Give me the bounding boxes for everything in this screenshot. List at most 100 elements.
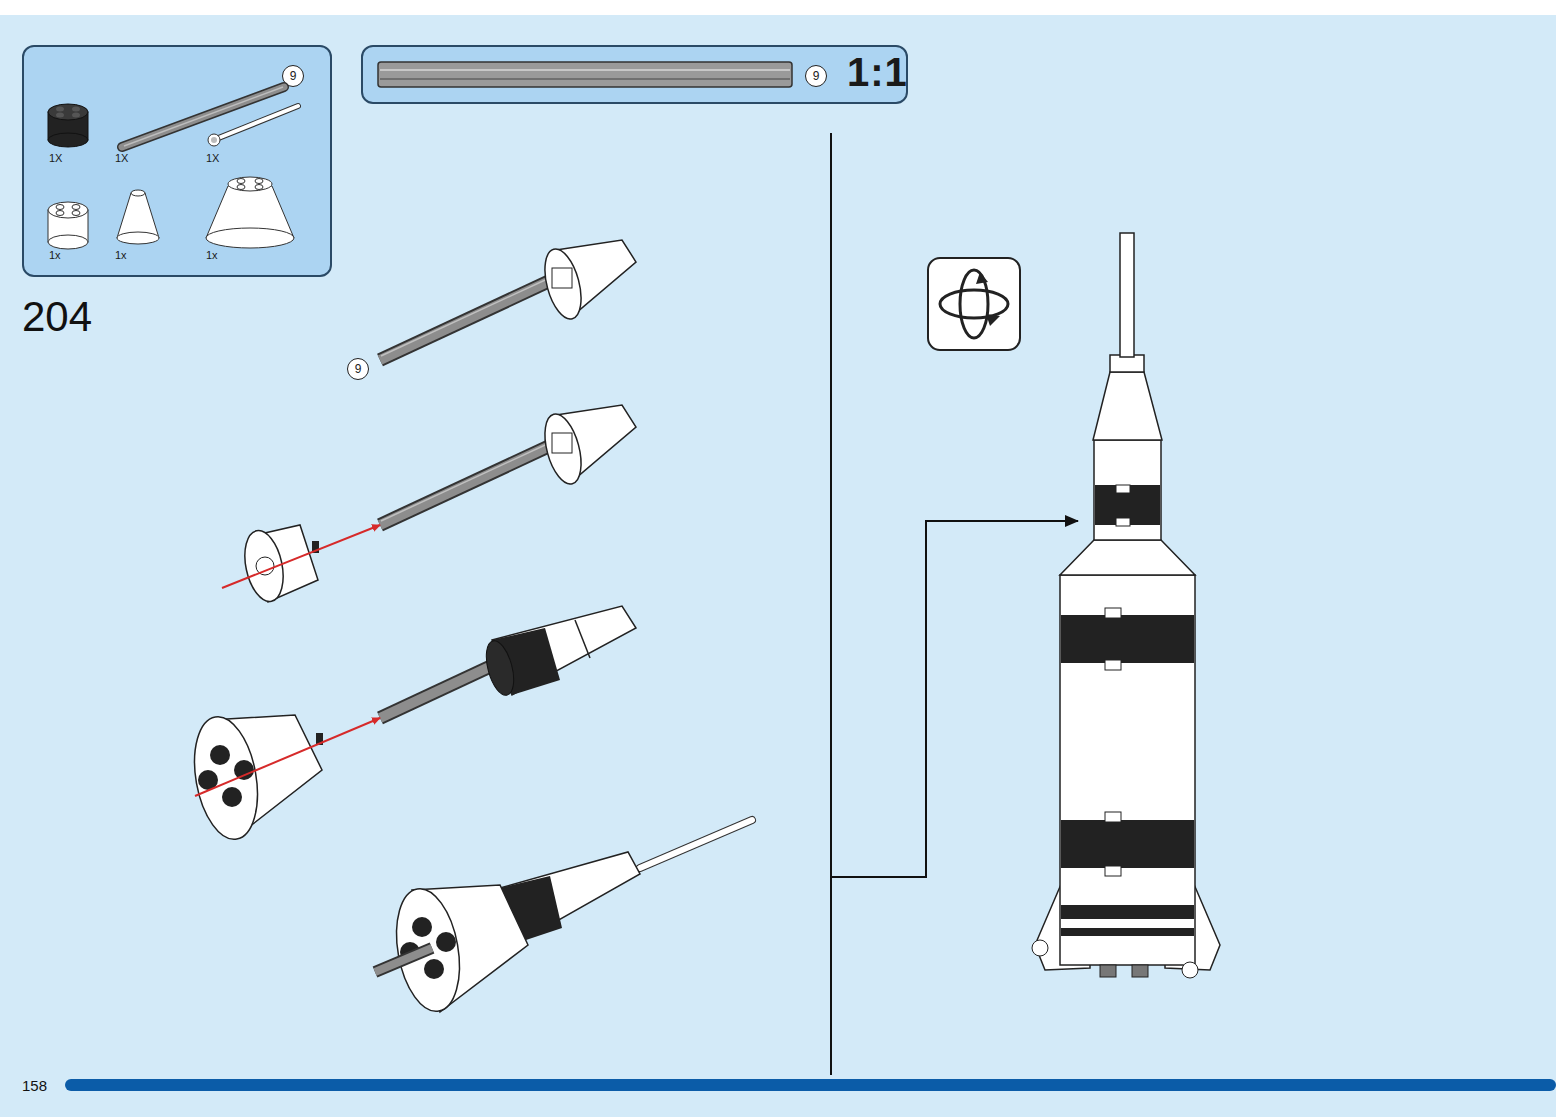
rocket-model xyxy=(1032,233,1220,978)
large-cone-shape xyxy=(255,185,263,190)
insert-arrow xyxy=(195,718,380,796)
rotate-icon xyxy=(928,258,1020,350)
small-cone-shape xyxy=(117,232,159,244)
round-brick-black xyxy=(48,104,88,147)
step-axle-2-shape xyxy=(380,443,556,525)
large-cone-shape xyxy=(234,760,254,780)
page-bar xyxy=(65,1079,1556,1091)
leader-line xyxy=(831,521,1078,877)
step-axle-1-shape xyxy=(380,278,556,360)
rocket-model-shape xyxy=(1060,540,1195,575)
step-axle-1 xyxy=(380,275,556,360)
page-number: 158 xyxy=(22,1077,47,1094)
rotate-icon-shape xyxy=(976,272,988,284)
round-brick-white xyxy=(48,202,88,249)
rocket-model-shape xyxy=(1116,485,1130,493)
assembled-part-shape xyxy=(375,948,432,972)
step-axle-1-shape xyxy=(380,278,556,360)
rocket-model-shape xyxy=(1061,928,1194,936)
round-brick-white-shape xyxy=(56,211,64,216)
step-axle-3-shape xyxy=(380,662,500,718)
quantity-label: 1X xyxy=(206,152,219,164)
rotate-icon-shape xyxy=(986,314,1000,326)
round-brick-white-shape xyxy=(72,211,80,216)
rocket-model-shape xyxy=(1060,575,1195,965)
rocket-model-shape xyxy=(1105,660,1121,670)
rocket-model-shape xyxy=(1093,372,1162,440)
round-brick-white-shape xyxy=(48,202,88,218)
quantity-label: 1X xyxy=(49,152,62,164)
scale-label: 1:1 xyxy=(847,50,908,95)
step-axle-2 xyxy=(380,440,556,525)
rocket-model-shape xyxy=(1132,965,1148,977)
assembled-part-shape xyxy=(640,820,752,868)
nose-cone-shape xyxy=(552,268,572,288)
round-brick-white-shape xyxy=(48,235,88,249)
rocket-model-shape xyxy=(1120,233,1134,357)
round-brick-white-shape xyxy=(56,205,64,210)
round-brick-black-shape xyxy=(56,107,64,112)
quantity-label: 1x xyxy=(49,249,61,261)
rocket-model-shape xyxy=(1061,615,1194,663)
assembled-part-shape xyxy=(436,932,456,952)
assembled-part-shape xyxy=(375,948,432,972)
round-brick-white-shape xyxy=(239,527,289,605)
quantity-label: 1x xyxy=(206,249,218,261)
rocket-model-shape xyxy=(1116,518,1130,526)
callout-text: 9 xyxy=(290,69,297,83)
large-cone-shape xyxy=(255,179,263,184)
large-cone-shape xyxy=(228,177,272,191)
nose-cone-shape xyxy=(552,433,572,453)
axle-scale-shape xyxy=(380,78,790,80)
assembled-part-shape xyxy=(640,820,752,868)
callout-text: 9 xyxy=(813,69,820,83)
callout-number: 9 xyxy=(347,358,369,380)
round-brick-black-shape xyxy=(48,104,88,120)
rocket-upper xyxy=(481,606,636,698)
callout-text: 9 xyxy=(355,362,362,376)
rocket-model-shape xyxy=(1061,820,1194,868)
axle-scale-shape xyxy=(380,69,790,71)
insert-arrow xyxy=(222,525,380,588)
step-axle-3-shape xyxy=(380,662,500,718)
round-brick-black-shape xyxy=(72,113,80,118)
step-axle-3 xyxy=(380,662,500,718)
step-axle-1-shape xyxy=(381,275,556,356)
rocket-model-shape xyxy=(1094,440,1161,540)
round-brick-black-shape xyxy=(72,107,80,112)
large-cone-shape xyxy=(237,179,245,184)
rocket-model-shape xyxy=(1105,812,1121,822)
nose-cone-shape xyxy=(538,410,588,488)
divider-line xyxy=(830,133,832,1075)
large-cone-shape xyxy=(206,228,294,248)
step-axle-2-shape xyxy=(380,443,556,525)
step-axle-2-shape xyxy=(381,440,556,521)
rocket-upper-shape xyxy=(575,620,590,658)
axle-scale-shape xyxy=(378,62,792,87)
rocket-model-shape xyxy=(1105,608,1121,618)
axle-scale xyxy=(378,62,792,87)
bar-with-stud-shape xyxy=(208,134,220,146)
large-cone-shape xyxy=(210,745,230,765)
assembled-part-shape xyxy=(412,917,432,937)
quantity-label: 1X xyxy=(115,152,128,164)
assembled-part xyxy=(375,820,752,1016)
callout-number: 9 xyxy=(805,65,827,87)
rocket-model-shape xyxy=(1095,485,1160,525)
large-cone xyxy=(186,712,323,845)
bar-with-stud-shape xyxy=(211,137,217,143)
rocket-model-shape xyxy=(1105,866,1121,876)
nose-cone xyxy=(538,240,636,323)
nose-cone xyxy=(538,405,636,488)
large-cone-shape xyxy=(237,185,245,190)
nose-cone-shape xyxy=(538,245,588,323)
rocket-model-shape xyxy=(1100,965,1116,977)
large-cone-shape xyxy=(222,787,242,807)
small-cone-shape xyxy=(131,190,145,196)
quantity-label: 1x xyxy=(115,249,127,261)
large-cone-shape xyxy=(186,712,267,845)
page-margin xyxy=(0,0,1556,15)
rotate-icon-shape xyxy=(960,270,988,338)
rotate-icon-shape xyxy=(928,258,1020,350)
